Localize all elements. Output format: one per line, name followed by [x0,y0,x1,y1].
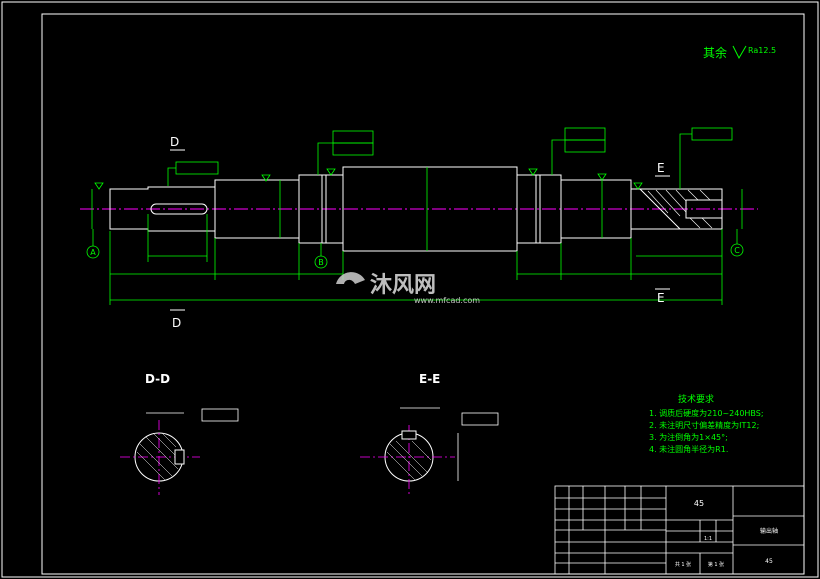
section-cut-marks: D D E E [170,135,670,330]
section-ee-view [360,407,499,494]
watermark-logo-icon [336,272,365,284]
inner-frame [41,13,805,575]
title-block-code: 45 [765,558,773,565]
section-dd-view [120,408,239,495]
keyway-slot [150,203,208,215]
title-block-sheet-no: 第 1 张 [708,561,724,568]
tech-req-title: 技术要求 [678,393,714,405]
roughness-value: Ra12.5 [748,46,776,55]
tech-req-item: 3. 为注倒角为1×45°; [649,432,728,442]
title-block [554,485,805,575]
dimension-lines [91,127,743,305]
roughness-symbol-icon [732,45,747,60]
section-d-top: D [170,135,179,149]
tech-req-item: 2. 未注明尺寸偏差精度为IT12; [649,420,759,430]
datum-b: B [314,243,328,269]
datum-c: C [730,229,744,257]
datum-a-label: A [90,248,96,257]
section-e-top: E [657,161,665,175]
title-block-sheet-total: 共 1 张 [675,561,691,568]
watermark: 沐风网 www.mfcad.com [336,272,480,305]
title-block-scale: 1:1 [704,536,712,542]
datum-a: A [86,229,100,259]
section-dd-title: D-D [145,372,170,386]
section-d-bottom: D [172,316,181,330]
datum-c-label: C [734,246,740,255]
watermark-url: www.mfcad.com [414,296,480,305]
datum-b-label: B [318,258,324,267]
tech-req-item: 4. 未注圆角半径为R1. [649,444,728,454]
general-roughness-note: 其余 Ra12.5 [703,45,776,60]
section-e-bottom: E [657,291,665,305]
title-block-material: 45 [694,499,704,508]
roughness-prefix: 其余 [703,45,727,60]
title-block-drawing-name: 输出轴 [760,527,778,535]
end-section-hatch [638,188,723,230]
watermark-brand: 沐风网 [370,273,436,298]
tech-req-item: 1. 调质后硬度为210~240HBS; [649,408,764,418]
technical-requirements: 技术要求 1. 调质后硬度为210~240HBS; 2. 未注明尺寸偏差精度为I… [649,393,764,454]
section-ee-title: E-E [419,372,440,386]
